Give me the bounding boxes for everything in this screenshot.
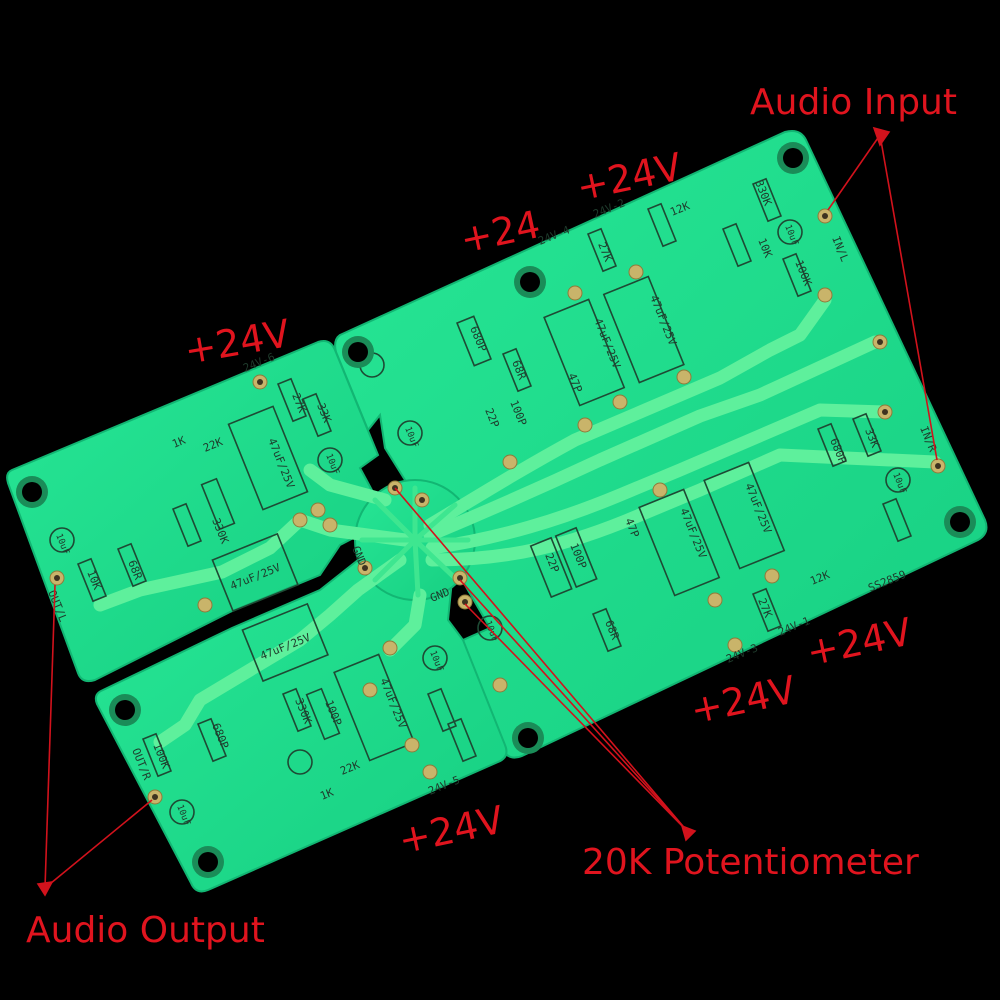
arrow-output-l <box>44 584 56 889</box>
silkscreen-outlines <box>76 177 913 778</box>
mounting-holes <box>16 142 976 878</box>
label-20k-potentiometer: 20K Potentiometer <box>582 842 919 883</box>
arrow-input-r <box>879 134 938 461</box>
silkscreen-circles <box>49 219 911 825</box>
arrow-output-r <box>44 799 153 889</box>
silk-r-1k: 1K <box>318 786 336 803</box>
arrow-input-l <box>827 134 881 211</box>
label-audio-input: Audio Input <box>750 82 957 123</box>
arrowhead-input <box>872 126 891 147</box>
label-audio-output: Audio Output <box>26 910 265 951</box>
arrow-pot-1 <box>394 487 689 833</box>
board-upper-left <box>6 340 390 683</box>
annotation-arrows <box>36 126 938 897</box>
arrow-pot-2 <box>459 579 689 833</box>
arrow-pot-3 <box>464 603 689 833</box>
arrowhead-output <box>36 880 54 897</box>
star-ground <box>359 485 471 598</box>
arrowhead-pot <box>680 824 697 842</box>
silk-r-1k: 1K <box>170 434 188 451</box>
